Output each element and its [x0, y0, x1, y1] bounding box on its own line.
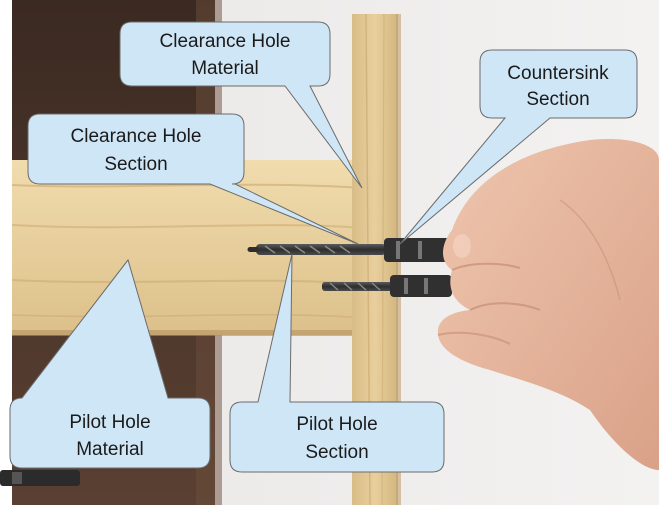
callout-label-line2: Material [76, 439, 144, 460]
callout-label-line1: Pilot Hole [296, 414, 377, 435]
callout-label-line2: Material [191, 58, 259, 79]
callout-pilot-hole-section: Pilot Hole Section [229, 253, 445, 473]
callout-clearance-hole-section: Clearance Hole Section [27, 113, 359, 245]
callout-label-line2: Section [526, 89, 589, 110]
callout-clearance-hole-material: Clearance Hole Material [119, 21, 363, 189]
countersink-drill-bit-small [322, 275, 452, 297]
hand [437, 139, 659, 471]
countersink-drill-bit-large [247, 238, 456, 262]
callout-label-line1: Countersink [507, 63, 609, 84]
callout-label-line1: Pilot Hole [69, 412, 150, 433]
callout-label-line2: Section [104, 154, 167, 175]
bottom-tool [0, 470, 80, 486]
callout-label-line1: Clearance Hole [71, 126, 202, 147]
callout-label-line1: Clearance Hole [160, 31, 291, 52]
callout-label-line2: Section [305, 442, 368, 463]
callout-pilot-hole-material: Pilot Hole Material [9, 258, 211, 469]
callout-countersink-section: Countersink Section [399, 49, 638, 245]
